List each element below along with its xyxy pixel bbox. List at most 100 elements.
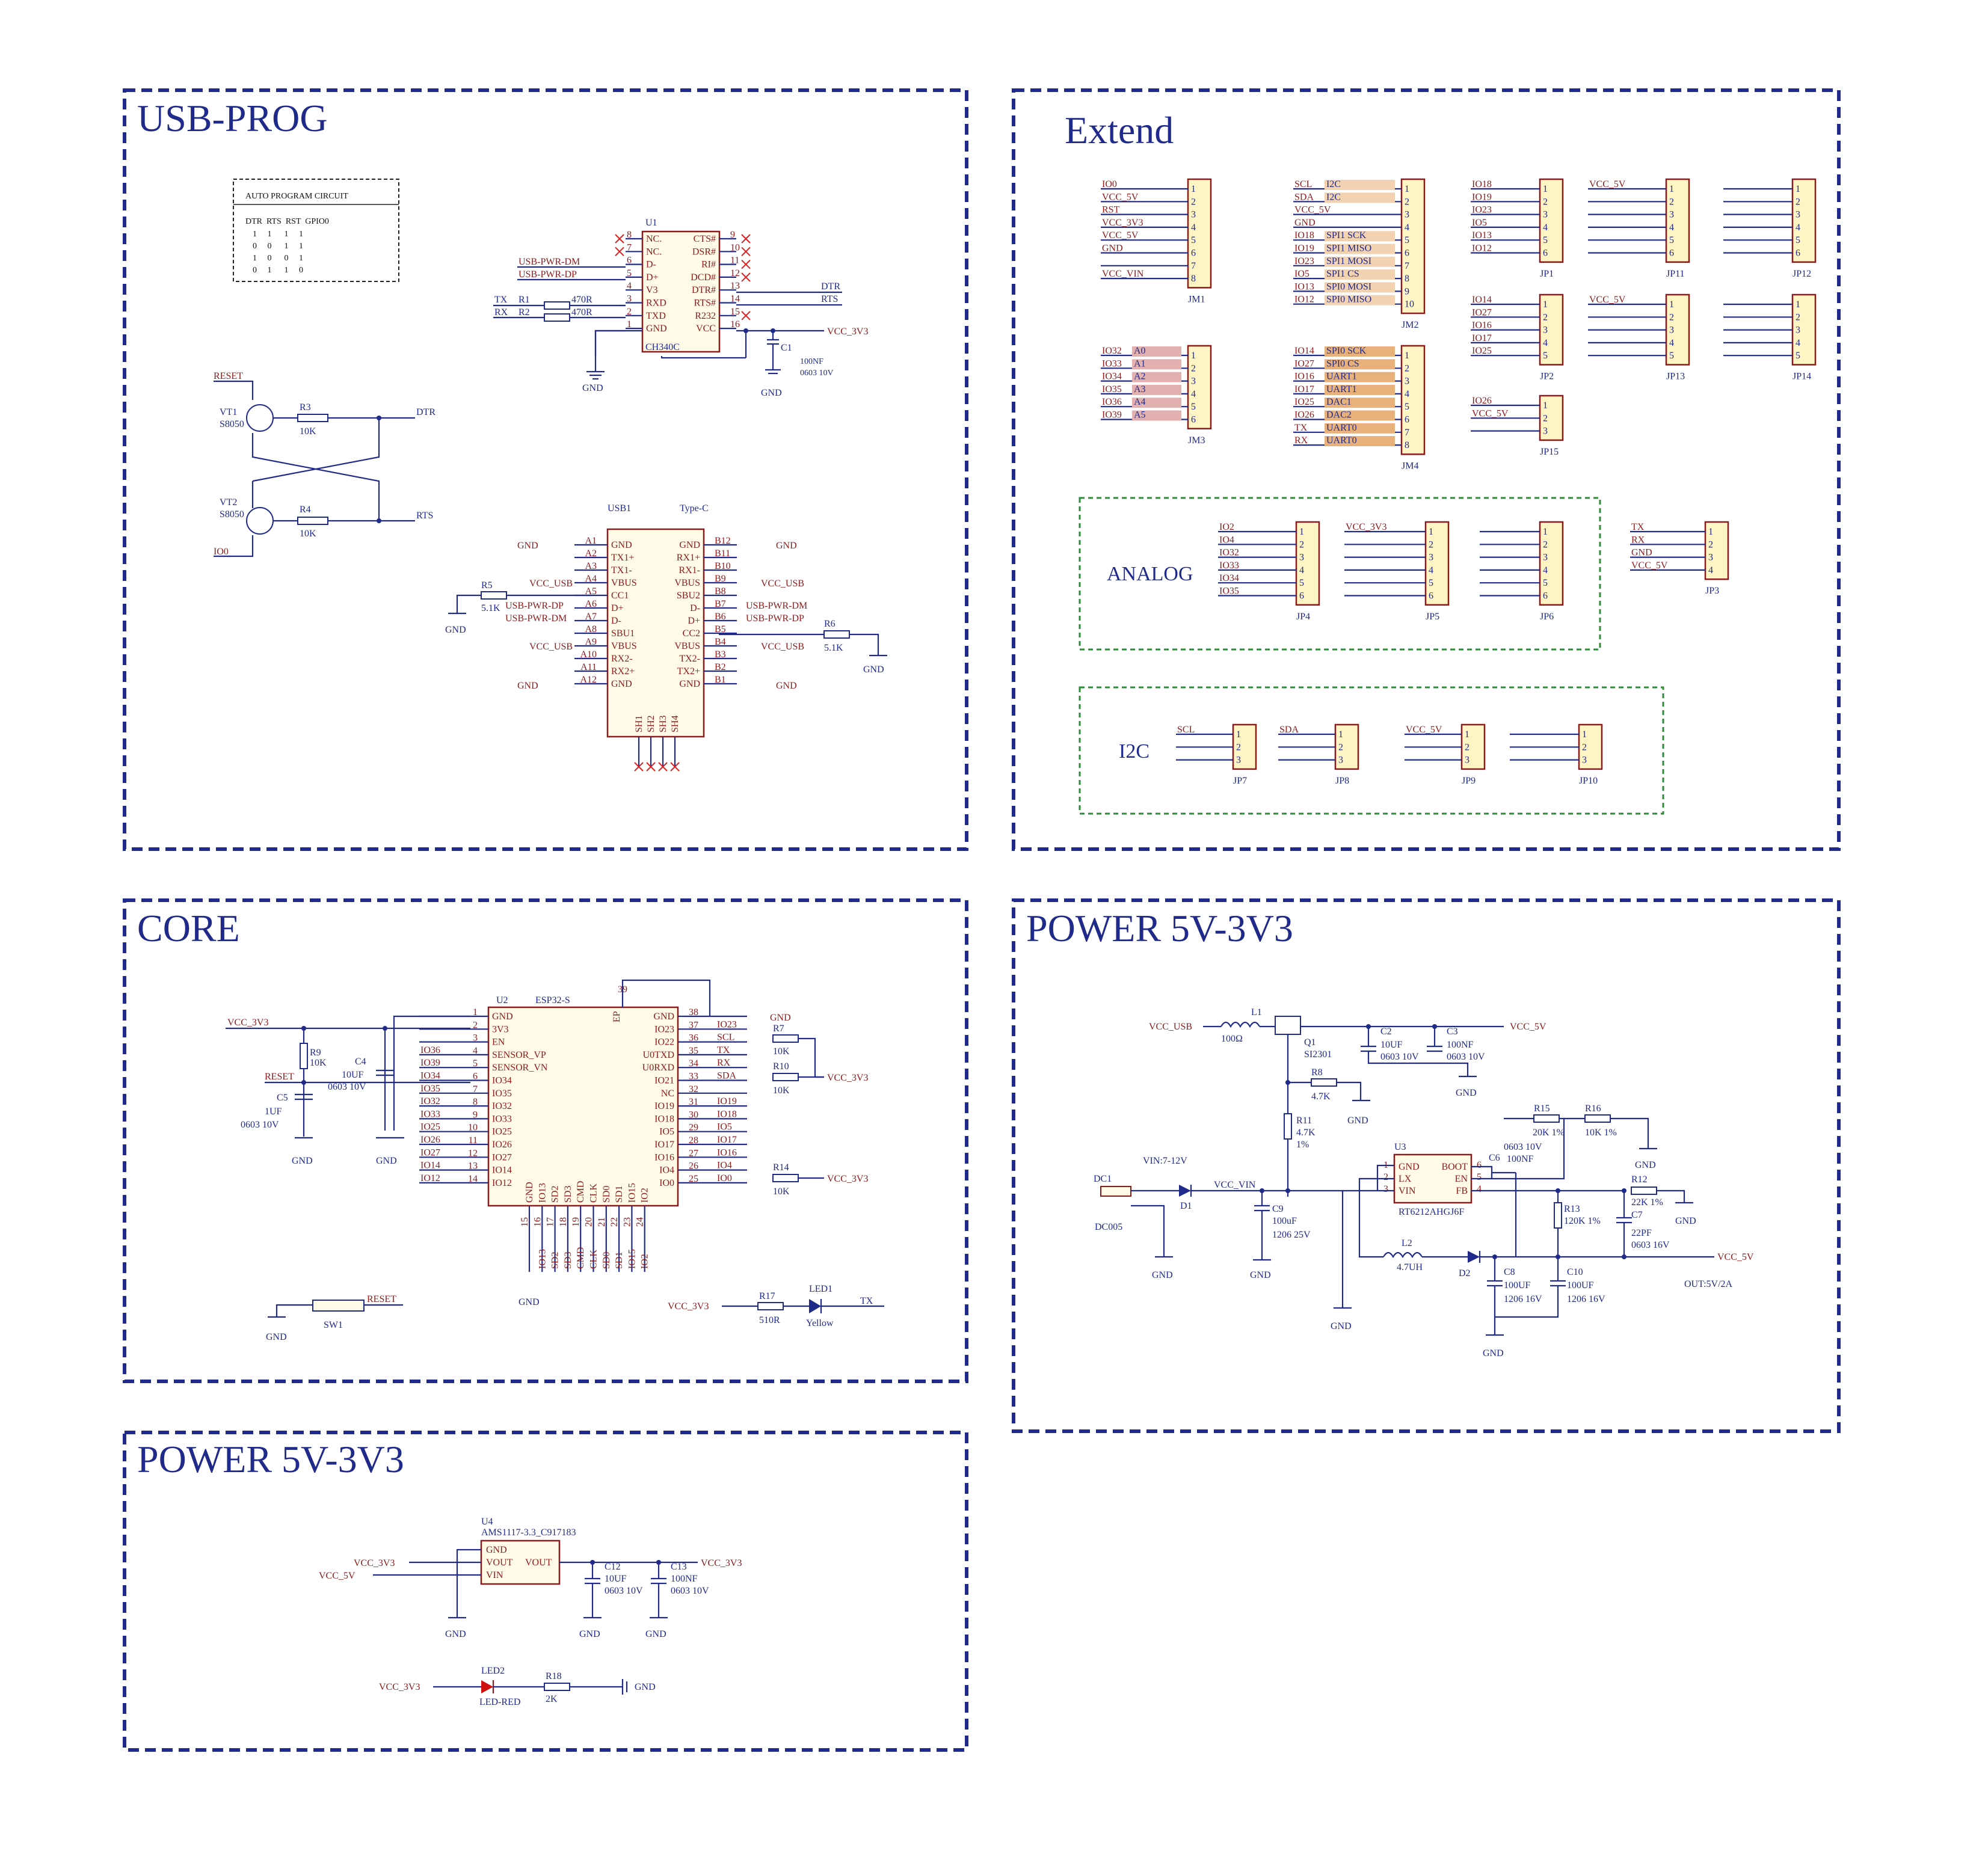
pin-label: VCC <box>696 324 716 334</box>
usb-prog-title: USB-PROG <box>137 97 328 140</box>
pin-number: A9 <box>585 637 597 647</box>
c9-value: 100uF <box>1272 1216 1297 1226</box>
u4-pin-gnd: GND <box>486 1545 507 1555</box>
u4-pin-vin: VIN <box>486 1570 503 1580</box>
vcc-vin-net: VCC_VIN <box>1214 1180 1256 1190</box>
pin-number: 4 <box>1477 1184 1482 1194</box>
pin-number: 5 <box>1477 1172 1482 1182</box>
net-label: IO5 <box>717 1122 732 1132</box>
pin-label: IO22 <box>654 1037 674 1048</box>
pin-number: 2 <box>1543 413 1548 423</box>
net-label: IO19 <box>717 1096 737 1107</box>
r3-ref: R3 <box>300 402 311 413</box>
pin-number: 1 <box>1429 527 1433 537</box>
pin-label: U0TXD <box>643 1050 674 1060</box>
pin-number: 36 <box>689 1033 698 1043</box>
r14-ref: R14 <box>773 1162 789 1173</box>
net-tag-highlight <box>1325 192 1395 203</box>
u3-part: RT6212AHGJ6F <box>1399 1207 1464 1217</box>
gnd-c12: GND <box>579 1629 600 1639</box>
pin-number: 38 <box>689 1007 698 1018</box>
r8-ref: R8 <box>1311 1067 1323 1078</box>
pin-number: 4 <box>1299 565 1304 576</box>
pin-label: DCD# <box>691 272 716 283</box>
pin-number: B1 <box>715 675 726 685</box>
vcc-usb-left2: VCC_USB <box>529 642 573 652</box>
pin-number: 2 <box>1465 742 1469 752</box>
dc1-ref: DC1 <box>1094 1174 1112 1184</box>
pin-label: IO4 <box>659 1165 674 1176</box>
pin-label: DSR# <box>692 247 716 257</box>
pin-number: 6 <box>1429 591 1433 601</box>
pin-number: A1 <box>585 536 597 546</box>
u2-part: ESP32-S <box>535 995 570 1005</box>
dc1-part: DC005 <box>1095 1222 1122 1232</box>
pin-number: 15 <box>730 307 740 317</box>
no-connect-mark <box>658 762 668 772</box>
i2c-title: I2C <box>1119 740 1149 763</box>
net-tag: UART0 <box>1326 435 1357 446</box>
net-label: IO26 <box>1294 410 1314 420</box>
usb-dp-left: USB-PWR-DP <box>505 601 564 611</box>
pin-number: 2 <box>1543 312 1548 322</box>
pin-number: 2 <box>627 307 632 317</box>
pin-number: 10 <box>730 242 740 253</box>
pin-number: 8 <box>1405 274 1409 284</box>
net-label: SD0 <box>602 1252 612 1269</box>
pin-number: 3 <box>1465 755 1469 766</box>
l2-value: 4.7UH <box>1397 1262 1423 1272</box>
sw1-button <box>312 1300 365 1312</box>
gnd-usb-right2: GND <box>776 681 797 691</box>
junction-dot <box>1285 1080 1290 1085</box>
c5-ref: C5 <box>277 1093 288 1103</box>
net-label: IO15 <box>627 1249 637 1269</box>
pin-number: 4 <box>1669 223 1674 233</box>
pin-label: NC. <box>646 247 662 257</box>
c9-package: 1206 25V <box>1272 1230 1311 1240</box>
c10-ref: C10 <box>1567 1267 1583 1277</box>
pin-label: IO33 <box>492 1114 512 1124</box>
pin-number: 3 <box>473 1033 478 1043</box>
net-label: IO26 <box>1472 396 1492 406</box>
r9-value: 10K <box>310 1058 327 1068</box>
pin-number: 20 <box>584 1217 594 1227</box>
net-tag-highlight <box>1325 384 1395 395</box>
pin-number: 10 <box>468 1123 478 1133</box>
pin-number: 3 <box>1669 210 1674 220</box>
pin-number: 33 <box>689 1072 698 1082</box>
pin-label: TX1+ <box>611 553 634 563</box>
pin-number: 6 <box>1191 415 1196 425</box>
net-label: IO34 <box>1102 372 1122 382</box>
net-label: IO39 <box>420 1058 440 1068</box>
power-right-frame <box>1012 898 1841 1433</box>
net-label: IO23 <box>1294 256 1314 266</box>
dtr-net-vt: DTR <box>416 407 435 417</box>
net-label: VCC_5V <box>1472 408 1509 419</box>
net-label: VCC_5V <box>1102 230 1139 241</box>
u2-ref: U2 <box>496 995 508 1005</box>
pin-label: CMD <box>576 1181 586 1203</box>
r7-value: 10K <box>773 1046 790 1057</box>
pin-number: 3 <box>1543 325 1548 336</box>
pin-number: 2 <box>1299 539 1304 550</box>
net-tag: DAC2 <box>1326 410 1352 420</box>
pin-number: 14 <box>730 294 740 304</box>
pin-number: 2 <box>1796 312 1800 322</box>
net-label: IO13 <box>1294 281 1314 292</box>
pin-number: 19 <box>571 1217 581 1227</box>
net-label: IO0 <box>717 1173 732 1183</box>
pin-number: 5 <box>1796 351 1800 361</box>
net-label: IO16 <box>1472 321 1492 331</box>
pin-label: LX <box>1399 1174 1412 1184</box>
net-label: IO14 <box>1472 295 1492 305</box>
pin-label: CLK <box>589 1183 599 1203</box>
net-tag: DAC1 <box>1326 397 1352 407</box>
junction-dot <box>377 518 381 523</box>
pin-number: 2 <box>473 1020 478 1030</box>
q1-mosfet <box>1275 1016 1301 1035</box>
u2-bottom-pins: GND15IO1316IO13SD217SD2SD318SD3CMD19CMDC… <box>519 1181 650 1307</box>
junction-dot <box>301 1026 306 1031</box>
net-label: IO12 <box>1294 295 1314 305</box>
net-tag-highlight <box>1325 180 1395 190</box>
pin-number: A12 <box>580 675 597 685</box>
